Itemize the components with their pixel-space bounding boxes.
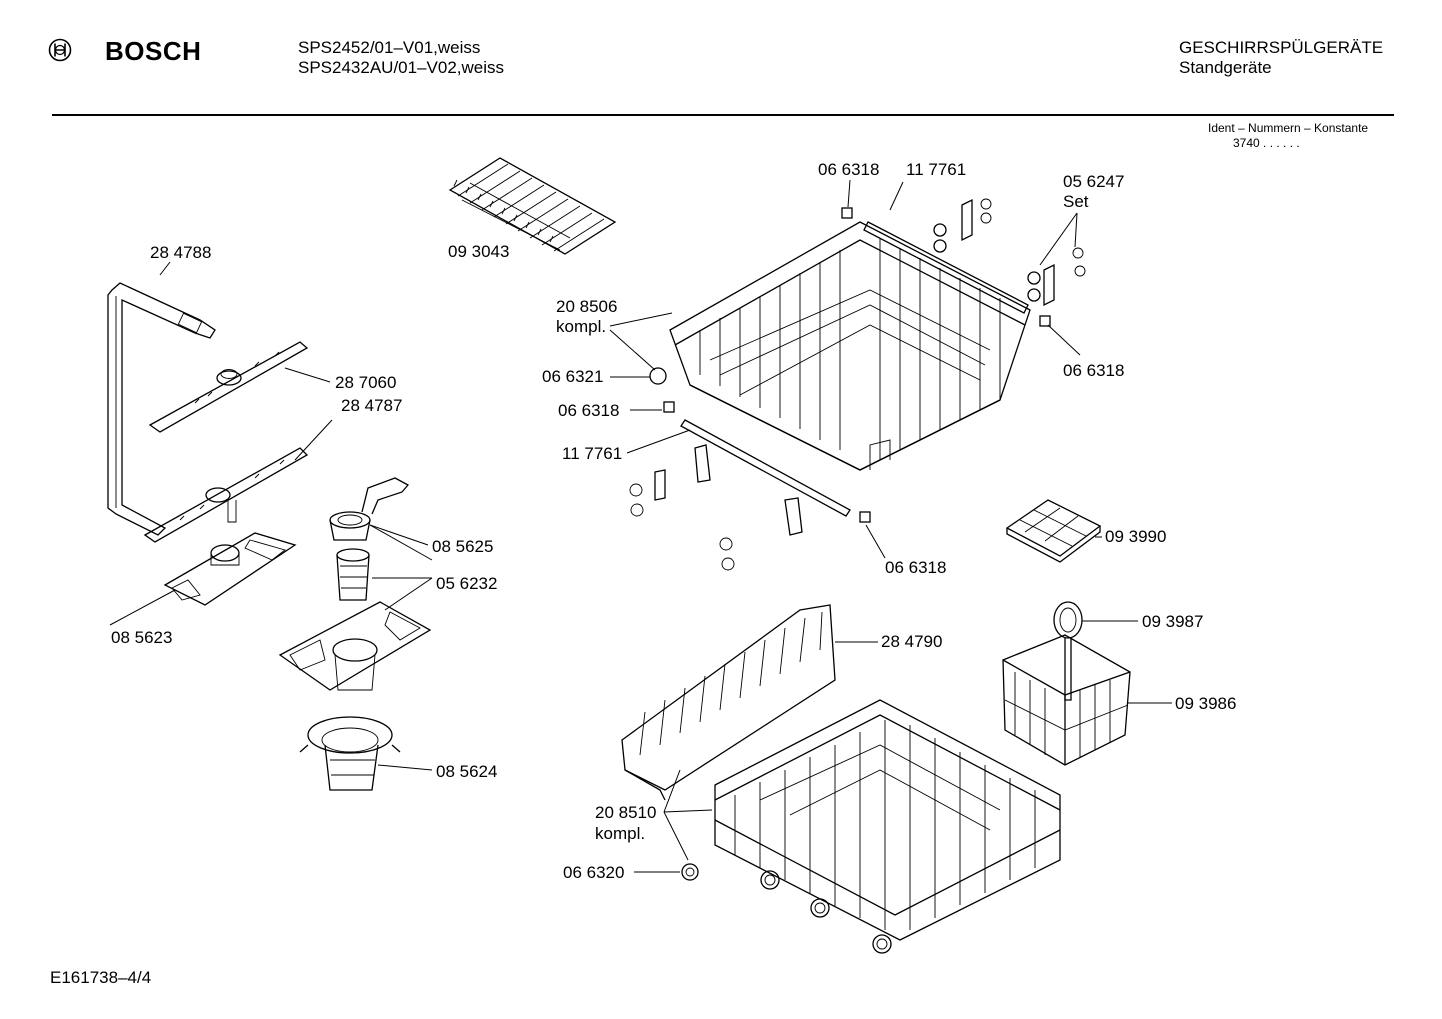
part-label-06-6318-right: 06 6318 xyxy=(1063,361,1125,380)
coarse-filter-drawing xyxy=(299,716,401,791)
category-subtitle: Standgeräte xyxy=(1179,58,1272,77)
part-label-11-7761-lower: 11 7761 xyxy=(562,444,623,463)
part-label-06-6320: 06 6320 xyxy=(563,863,625,882)
part-label-08-5623: 08 5623 xyxy=(111,628,173,647)
cup-shelf-drawing xyxy=(448,157,617,255)
part-label-kompl-upper: kompl. xyxy=(556,317,607,336)
filter-cap-drawing xyxy=(329,477,410,541)
micro-filter-drawing xyxy=(336,548,370,601)
part-label-05-6247: 05 6247 xyxy=(1063,172,1125,191)
bosch-logo-icon xyxy=(48,38,72,67)
upper-basket-small-parts-drawing xyxy=(629,198,1086,571)
part-label-08-5625: 08 5625 xyxy=(432,537,494,556)
fine-filter-plate-drawing xyxy=(163,532,297,606)
part-label-kompl-lower: kompl. xyxy=(595,824,646,843)
part-label-20-8506: 20 8506 xyxy=(556,297,618,316)
part-label-11-7761-top: 11 7761 xyxy=(906,160,967,179)
upper-basket-drawing xyxy=(669,221,1031,471)
part-label-08-5624: 08 5624 xyxy=(436,762,498,781)
ident-label: Ident – Nummern – Konstante xyxy=(1208,121,1369,135)
lower-spray-arm-drawing xyxy=(143,447,309,543)
lower-basket-drawing xyxy=(681,699,1061,954)
small-cutlery-tray-drawing xyxy=(1005,499,1102,563)
part-label-06-6318-top: 06 6318 xyxy=(818,160,880,179)
ident-block: Ident – Nummern – Konstante 3740 . . . .… xyxy=(1208,121,1368,151)
part-label-06-6318-bottom: 06 6318 xyxy=(885,558,947,577)
category-block: GESCHIRRSPÜLGERÄTE Standgeräte xyxy=(1179,38,1383,78)
model-line-2: SPS2432AU/01–V02,weiss xyxy=(298,58,505,77)
filter-plate-drawing xyxy=(278,601,432,691)
model-line-1: SPS2452/01–V01,weiss xyxy=(298,38,481,57)
spray-pipe-drawing xyxy=(107,282,216,536)
part-label-09-3990: 09 3990 xyxy=(1105,527,1167,546)
document-id: E161738–4/4 xyxy=(50,968,152,987)
ident-code: 3740 . . . . . . xyxy=(1233,136,1300,150)
part-label-28-4788: 28 4788 xyxy=(150,243,212,262)
model-list: SPS2452/01–V01,weiss SPS2432AU/01–V02,we… xyxy=(298,38,504,78)
part-label-05-6232: 05 6232 xyxy=(436,574,498,593)
part-label-set: Set xyxy=(1063,192,1089,211)
header-rule xyxy=(52,114,1394,116)
plate-rack-insert-drawing xyxy=(621,604,836,801)
part-label-09-3043: 09 3043 xyxy=(448,242,510,261)
upper-spray-arm-drawing xyxy=(148,341,309,433)
part-label-06-6318-left: 06 6318 xyxy=(558,401,620,420)
part-label-09-3987: 09 3987 xyxy=(1142,612,1204,631)
part-label-20-8510: 20 8510 xyxy=(595,803,657,822)
part-label-28-7060: 28 7060 xyxy=(335,373,397,392)
part-label-06-6321: 06 6321 xyxy=(542,367,604,386)
part-label-28-4790: 28 4790 xyxy=(881,632,943,651)
cutlery-basket-drawing xyxy=(1002,601,1131,766)
leader-lines xyxy=(109,179,1172,873)
part-label-28-4787: 28 4787 xyxy=(341,396,403,415)
part-label-09-3986: 09 3986 xyxy=(1175,694,1237,713)
brand-name: BOSCH xyxy=(105,36,202,66)
category-title: GESCHIRRSPÜLGERÄTE xyxy=(1179,38,1384,57)
